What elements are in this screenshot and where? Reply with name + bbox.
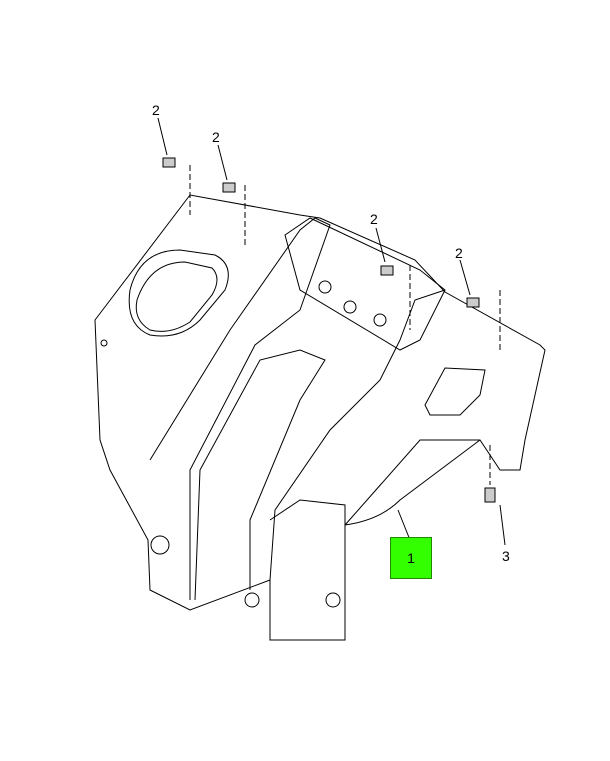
right-pad xyxy=(424,367,486,416)
callout-3: 3 xyxy=(502,548,510,564)
leader-lines xyxy=(157,117,506,546)
dashed-assembly-lines xyxy=(189,165,501,485)
clip-icon xyxy=(162,157,176,168)
clip-icon xyxy=(466,297,480,308)
console-body-outline xyxy=(94,194,546,641)
clip-icon xyxy=(222,182,236,193)
clip-icon xyxy=(380,265,394,276)
callout-2: 2 xyxy=(212,129,220,145)
callout-2: 2 xyxy=(455,245,463,261)
callout-2: 2 xyxy=(152,102,160,118)
center-tunnel xyxy=(149,217,331,600)
top-bracket xyxy=(284,217,446,351)
callout-1-highlight[interactable]: 1 xyxy=(390,537,432,579)
left-pod xyxy=(128,249,229,337)
callout-2: 2 xyxy=(370,211,378,227)
nut-icon xyxy=(484,487,496,503)
callout-1: 1 xyxy=(407,550,415,566)
